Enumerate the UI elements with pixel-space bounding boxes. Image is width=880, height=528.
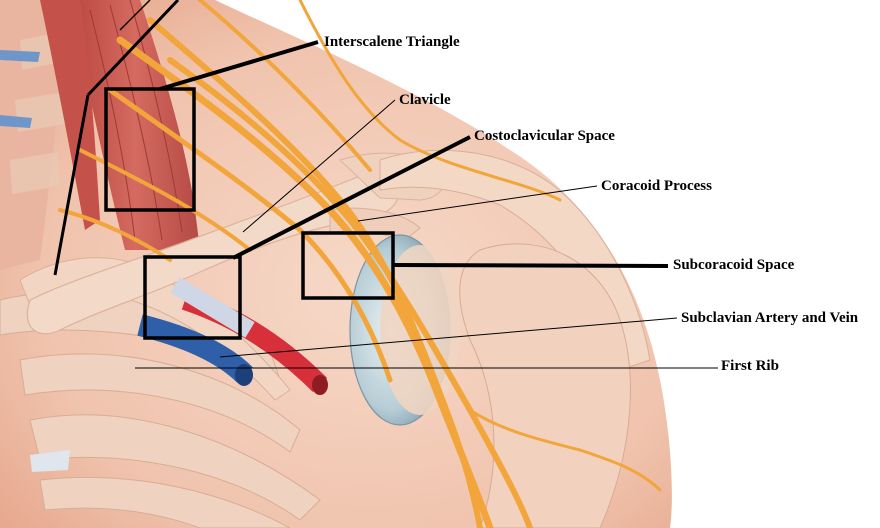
brachial-plexus (58, 0, 662, 528)
first-rib-label: First Rib (721, 358, 779, 374)
blue-vessel-edge (0, 115, 32, 128)
subclavian-artery-vein-label: Subclavian Artery and Vein (681, 310, 859, 326)
rib (19, 353, 301, 453)
clavicle-bone (26, 172, 401, 335)
blue-vessel-edge (0, 50, 40, 62)
rib (29, 414, 321, 521)
coracoid-process-label: Coracoid Process (601, 178, 712, 194)
costoclavicular-leader (232, 135, 471, 260)
costoclavicular-box (143, 255, 242, 340)
nerve-bundle-at-first-rib (170, 277, 255, 338)
interscalene-leader (159, 40, 319, 91)
subcoracoid-space-label: Subcoracoid Space (673, 257, 795, 273)
interscalene-triangle-label: Interscalene Triangle (324, 34, 460, 50)
rib-gap (30, 450, 70, 472)
artery-cut (312, 375, 328, 395)
interscalene-box (104, 87, 196, 212)
clavicle-leader (242, 99, 396, 233)
costoclavicular-space-label: Costoclavicular Space (474, 128, 615, 144)
interscalene-line (119, 0, 151, 31)
coracoid-leader (357, 185, 598, 222)
clavicle-label: Clavicle (399, 92, 451, 108)
vertebra (10, 152, 60, 194)
interscalene-line (86, 0, 180, 97)
vein-cut (235, 364, 253, 386)
sternocleidomastoid (40, 0, 100, 230)
subclavian-leader (219, 317, 678, 358)
subcoracoid-leader (391, 263, 669, 268)
neck-region (0, 0, 70, 270)
interscalene-line (53, 94, 90, 276)
subclavian-vein (137, 314, 253, 384)
